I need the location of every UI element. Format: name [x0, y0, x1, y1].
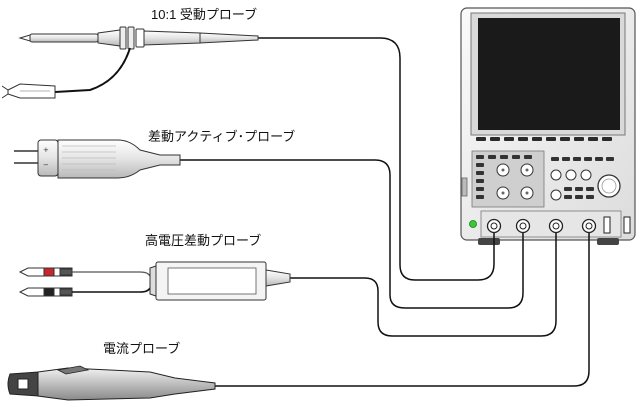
screen-softkeys — [476, 137, 612, 141]
svg-text:+: + — [43, 146, 49, 154]
panel-buttons — [476, 155, 532, 199]
foot-left — [478, 238, 500, 245]
differential-active-probe: + − — [14, 139, 181, 179]
knob-large — [597, 174, 621, 198]
cable-passive — [258, 37, 495, 281]
current-probe-body — [37, 367, 216, 401]
svg-text:−: − — [43, 161, 49, 169]
channel-2-input — [515, 218, 531, 234]
oscilloscope-screen — [478, 18, 620, 130]
knob-small-4 — [550, 189, 562, 201]
ext-connector-1 — [603, 216, 611, 234]
knob-small-3 — [580, 169, 592, 181]
foot-right — [597, 238, 619, 245]
high-voltage-differential-probe-label: 高電圧差動プローブ — [145, 233, 262, 248]
channel-4-input — [581, 218, 597, 234]
panel-buttons-right — [551, 157, 614, 199]
knob-small-1 — [550, 169, 562, 181]
oscilloscope — [460, 7, 636, 245]
passive-probe — [1, 26, 259, 99]
channel-3-input — [548, 218, 564, 234]
hv-clip-red — [18, 267, 73, 277]
cable-current — [215, 233, 590, 387]
ground-lead — [54, 47, 131, 93]
cables — [180, 37, 590, 387]
power-led — [469, 220, 477, 228]
current-probe-label: 電流プローブ — [103, 341, 181, 356]
passive-probe-tip — [18, 34, 31, 42]
cable-high-voltage — [290, 233, 557, 337]
input-connectors — [486, 218, 597, 234]
hv-clip-black — [18, 287, 73, 297]
high-voltage-differential-probe — [18, 261, 291, 301]
oscilloscope-side-handle — [461, 177, 468, 197]
cable-differential — [180, 159, 524, 309]
channel-1-input — [486, 218, 502, 234]
current-probe — [7, 365, 216, 401]
differential-active-probe-label: 差動アクティブ･プローブ — [148, 129, 296, 144]
knob-small-2 — [565, 169, 577, 181]
passive-probe-label: 10:1 受動プローブ — [151, 7, 258, 22]
ext-connector-2 — [623, 216, 631, 234]
diff-probe-body — [57, 139, 181, 179]
